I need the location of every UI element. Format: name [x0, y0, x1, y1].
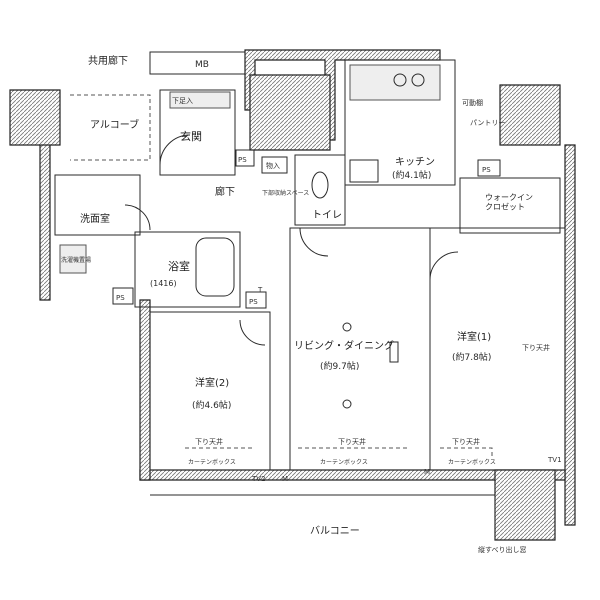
kitchen-sink	[349, 159, 379, 183]
western1-label: 洋室(1)	[457, 330, 491, 343]
tv1-label: TV1	[547, 456, 562, 464]
washer-label: 洗濯機置場	[61, 256, 91, 264]
washroom-room	[54, 174, 141, 236]
toilet-bowl	[311, 171, 329, 199]
washer-box	[59, 244, 87, 274]
curtain-box-2: カーテンボックス	[320, 458, 368, 466]
entrance-label: 玄関	[180, 129, 202, 143]
western1-lowered-label: 下り天井	[522, 343, 550, 352]
western1-size-label: (約7.8帖)	[452, 351, 491, 363]
ldk-lowered-ceiling-label: 下り天井	[338, 437, 366, 446]
ldk-light-2	[342, 399, 352, 409]
curtain-box-1: カーテンボックス	[188, 458, 236, 466]
shoe-storage	[169, 91, 231, 109]
ldk-tv-marker	[389, 341, 399, 363]
bathtub	[195, 237, 235, 297]
alcove-label: アルコーブ	[90, 118, 139, 131]
ps-box-hall	[235, 149, 255, 167]
entrance-room	[159, 89, 236, 176]
pantry-label: パントリー	[470, 119, 505, 127]
western1-lowered-line	[440, 447, 493, 458]
bathroom-label: 浴室	[168, 259, 190, 273]
laundry-space-label: 下部収納スペース	[262, 189, 309, 197]
western1-lowered-label-2: 下り天井	[452, 437, 480, 446]
bathroom-room	[134, 231, 241, 308]
hallway-label: 廊下	[215, 185, 235, 198]
t-marker-1: T	[257, 286, 263, 294]
ldk-door-swing	[299, 227, 329, 257]
ps-bath	[112, 287, 134, 305]
ldk-label: リビング・ダイニング	[294, 339, 394, 352]
stove-burner-1	[393, 73, 407, 87]
toilet-label: トイレ	[312, 210, 342, 221]
kitchen-room	[344, 59, 456, 186]
washroom-label: 洗面室	[80, 212, 110, 225]
left-wall	[39, 139, 51, 301]
m-marker-2: M	[424, 468, 430, 476]
ps-hall-label: PS	[238, 156, 247, 164]
toilet-room	[294, 154, 346, 226]
balcony-label: バルコニー	[310, 525, 360, 537]
column-top-right	[499, 84, 561, 146]
western2-size-label: (約4.6帖)	[192, 399, 231, 411]
common-corridor-label: 共用廊下	[88, 54, 128, 67]
mb-label: MB	[195, 60, 209, 70]
ldk-size-label: (約9.7帖)	[320, 360, 359, 372]
entrance-door-swing	[159, 134, 191, 166]
bathroom-size-label: (1416)	[150, 279, 177, 288]
western2-door-swing	[239, 319, 266, 346]
western2-label: 洋室(2)	[195, 376, 229, 389]
emergency-window-label: 縦すべり出し窓	[478, 545, 527, 554]
western2-room	[149, 311, 271, 471]
ps-bath-2	[245, 291, 267, 309]
stove-burner-2	[411, 73, 425, 87]
ps-kitchen-label: PS	[482, 166, 491, 174]
shoe-storage-label: 下足入	[172, 97, 193, 105]
left-lower-wall	[139, 299, 151, 481]
ps-bath-2-label: PS	[249, 298, 258, 306]
kitchen-size-label: (約4.1帖)	[392, 169, 431, 181]
right-wall	[564, 144, 576, 526]
washroom-door-swing	[124, 204, 151, 231]
kitchen-label: キッチン	[395, 156, 435, 168]
alcove-outline	[70, 94, 151, 161]
ldk-light-1	[342, 322, 352, 332]
storage-label: 物入	[266, 161, 280, 170]
ps-kitchen	[477, 159, 501, 177]
movable-shelf-label: 可動棚	[462, 98, 483, 107]
curtain-box-3: カーテンボックス	[448, 458, 496, 466]
corridor-column	[249, 74, 331, 151]
western2-lowered-label: 下り天井	[195, 437, 223, 446]
balcony-outline	[150, 494, 496, 525]
western1-room	[429, 227, 566, 471]
ps-bath-label: PS	[116, 294, 125, 302]
tv2-label: TV2	[251, 475, 266, 483]
m-marker-1: M	[282, 475, 288, 483]
kitchen-counter	[349, 64, 441, 101]
column-bottom-right	[494, 469, 556, 541]
western1-door-swing	[429, 251, 459, 281]
wic-room	[459, 177, 561, 234]
storage-box	[261, 156, 288, 174]
wic-label: ウォークインクロゼット	[485, 193, 533, 212]
alcove-block	[9, 89, 61, 146]
